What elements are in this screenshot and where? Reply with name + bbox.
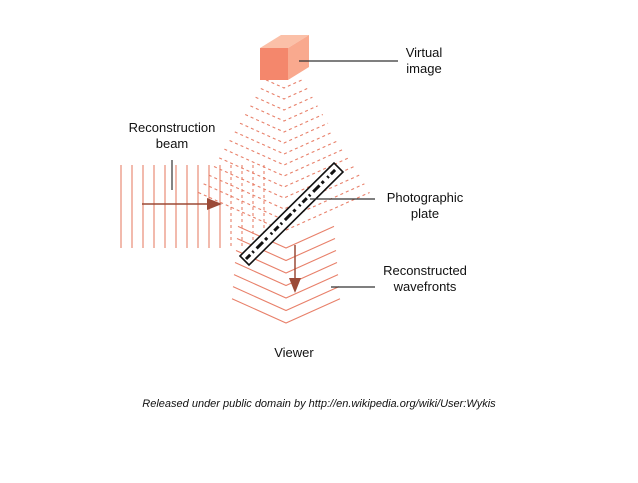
virtual-wavefront [229,140,339,166]
virtual-wavefront [203,183,365,221]
cube-side-face [288,35,309,80]
photographic-plate-label: Photographic plate [386,190,464,221]
virtual-image-label: Virtual image [405,45,443,76]
virtual-wavefront [239,122,329,144]
credit-line: Released under public domain by http://e… [142,398,496,410]
leader-lines [171,60,398,288]
virtual-wavefront [260,88,308,100]
virtual-wavefront [255,96,313,111]
beam-arrowhead [207,198,222,210]
reconstructed-wavefront [234,262,338,287]
reconstructed-wavefronts [231,225,341,324]
viewer-label: Viewer [274,345,314,360]
virtual-image-wavefronts [198,79,370,232]
reconstructed-wavefront [231,298,341,324]
photographic-plate [238,161,345,267]
viewer-arrowhead [289,278,301,293]
reconstruction-beam-label: Reconstruction beam [128,120,216,151]
virtual-wavefront [265,79,303,89]
virtual-wavefront [224,148,344,177]
virtual-wavefront [244,114,324,133]
virtual-wavefront [250,105,318,122]
reconstructed-wavefront [232,286,340,312]
cube-top-face [260,35,309,48]
reconstructed-wavefronts-label: Reconstructed wavefronts [383,263,467,294]
plate-interference-pattern [244,166,339,261]
reconstructed-wavefront [233,274,339,299]
reconstructed-wavefront [237,225,335,249]
arrows [142,198,301,293]
cube-front-face [260,48,288,80]
reconstruction-beam-wavefronts [120,165,265,248]
virtual-wavefront [198,191,370,232]
virtual-image-cube [260,35,309,80]
